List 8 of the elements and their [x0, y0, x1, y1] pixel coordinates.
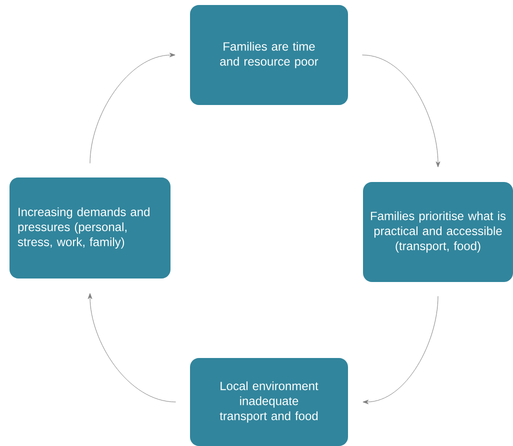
process-box: Families prioritise what is practical and accessible (transport, food) — [363, 182, 513, 282]
process-box: Local environment inadequate transport and food — [190, 358, 348, 446]
arrow — [88, 293, 176, 402]
arrow — [90, 52, 176, 164]
process-box: Increasing demands and pressures (personal, stress, work, family) — [10, 177, 170, 278]
arrow — [362, 296, 438, 404]
process-box: Families are time and resource poor — [190, 5, 348, 105]
arrow — [362, 54, 440, 168]
